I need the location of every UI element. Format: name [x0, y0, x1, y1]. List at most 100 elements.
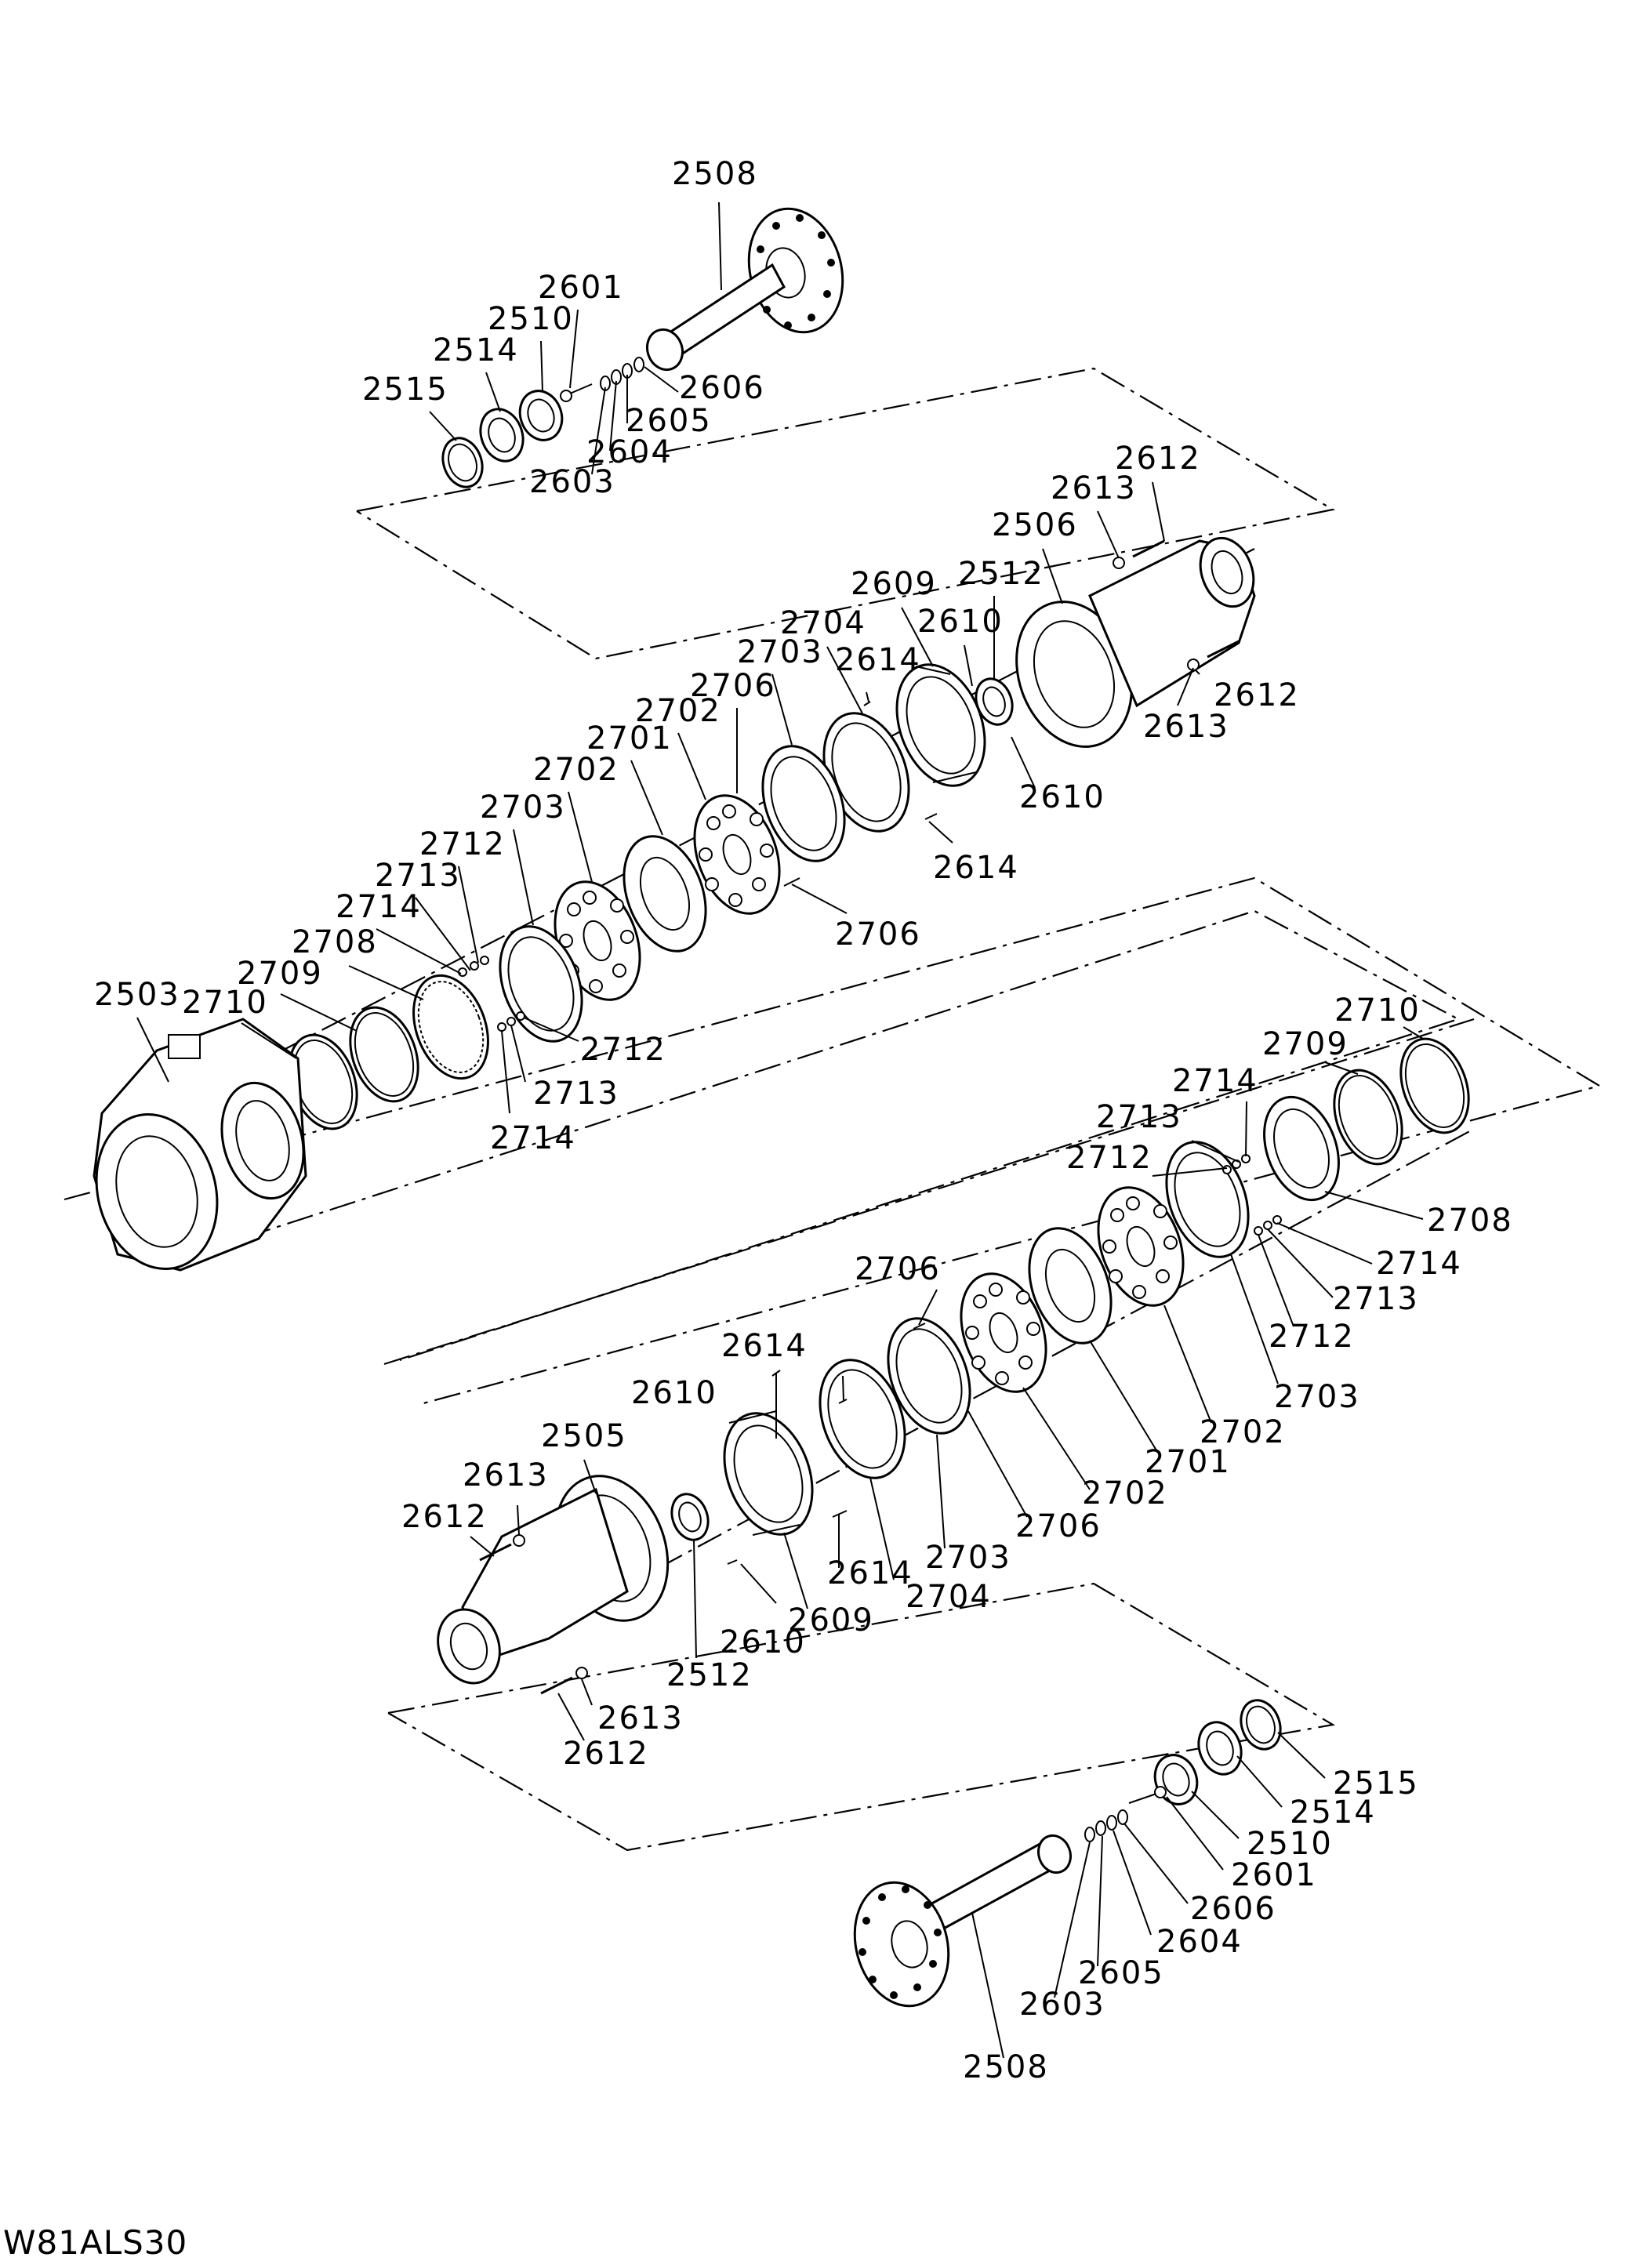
label-2709-lower: 2709	[1262, 1026, 1349, 1062]
piston-2708-upper	[412, 974, 489, 1080]
label-2603-lower: 2603	[1019, 1987, 1105, 2023]
label-2510-upper: 2510	[488, 301, 574, 337]
label-2706-upper-a: 2706	[690, 668, 776, 704]
label-2515-lower: 2515	[1333, 1765, 1419, 1802]
lower-shaft-flange-hub	[891, 1920, 928, 1969]
label-2503: 2503	[94, 977, 180, 1013]
label-2703-lower-b: 2703	[925, 1540, 1011, 1576]
upper-pins	[458, 701, 938, 1032]
label-2612-upper-a: 2612	[1115, 441, 1201, 477]
axle-housing-2505	[437, 1475, 670, 1695]
label-2612-upper-b: 2612	[1214, 677, 1300, 713]
lower-shaft-assembly	[853, 1699, 1282, 2008]
bolt-2601-lower	[1128, 1793, 1157, 1804]
label-2610-lower-b: 2610	[631, 1375, 717, 1411]
label-2613-upper-b: 2613	[1143, 709, 1229, 745]
label-2712-lower-a: 2712	[1066, 1140, 1153, 1176]
leader-lines	[136, 201, 1424, 2059]
part-labels-lower-axle: 2710 2709 2714 2713 2712 2708 2714 2713 …	[401, 992, 1512, 1772]
label-2508-upper: 2508	[672, 156, 758, 192]
label-2714-lower-b: 2714	[1376, 1246, 1462, 1282]
bolt-2612-upper-a	[1132, 539, 1165, 558]
label-2714-lower-a: 2714	[1172, 1063, 1258, 1099]
boundary-lower-shaft	[387, 1582, 1336, 1852]
ring-2609-upper	[895, 663, 986, 787]
label-2505: 2505	[541, 1418, 627, 1454]
label-2612-lower-a: 2612	[401, 1499, 488, 1535]
label-2614-upper-b: 2614	[933, 850, 1019, 886]
bolt-2612-lower-a	[479, 1543, 512, 1562]
label-2712-upper-b: 2712	[580, 1032, 666, 1068]
label-2704-lower: 2704	[906, 1579, 992, 1615]
label-2612-lower-b: 2612	[563, 1736, 649, 1772]
label-2606-lower: 2606	[1190, 1891, 1276, 1927]
label-2603-upper: 2603	[529, 464, 615, 500]
upper-shaft-assembly	[441, 207, 844, 488]
label-2706-lower-a: 2706	[1015, 1508, 1102, 1544]
label-2706-lower-b: 2706	[855, 1251, 941, 1287]
label-2610-upper-a: 2610	[917, 604, 1004, 640]
label-2703-upper-b: 2703	[480, 789, 566, 826]
label-2601-upper: 2601	[538, 270, 624, 306]
drawing-code: W81ALS30	[3, 2223, 188, 2262]
label-2710-upper: 2710	[182, 985, 268, 1021]
label-2703-upper-a: 2703	[737, 634, 823, 670]
label-2706-upper-b: 2706	[835, 916, 921, 953]
label-2702-upper-a: 2702	[635, 693, 721, 729]
boundary-upper-axle-inner	[383, 1018, 1475, 1366]
label-2609-upper: 2609	[851, 566, 937, 602]
plate-2701-upper	[623, 835, 707, 953]
boundary-upper-axle	[64, 876, 1602, 1405]
label-2713-lower-a: 2713	[1096, 1099, 1182, 1135]
label-2613-lower-a: 2613	[463, 1457, 549, 1493]
label-2712-lower-b: 2712	[1269, 1319, 1355, 1355]
label-2512-upper: 2512	[958, 556, 1044, 592]
boundary-lower-axle	[201, 909, 1461, 1362]
center-housing-2503	[93, 1018, 307, 1272]
axle-housing-2506	[1015, 536, 1256, 748]
assembly-boundaries	[64, 367, 1602, 1852]
label-2613-upper-a: 2613	[1051, 470, 1137, 506]
disc-2702-lower-a	[1097, 1186, 1185, 1307]
label-2606-upper: 2606	[679, 370, 765, 406]
label-2702-lower-a: 2702	[1200, 1414, 1286, 1450]
seal-2709-upper	[349, 1006, 419, 1103]
label-2708-upper: 2708	[292, 924, 378, 960]
plate-2703-lower-b	[887, 1317, 971, 1435]
bolt-2612-lower-b	[540, 1676, 573, 1695]
label-2713-upper-b: 2713	[533, 1076, 619, 1112]
plate-2704-upper	[822, 712, 910, 833]
label-2614-lower-b: 2614	[827, 1555, 913, 1591]
plate-2701-lower	[1028, 1227, 1113, 1344]
part-labels-upper-shaft: 2508 2601 2510 2514 2515 2606 2605 2604 …	[362, 156, 765, 500]
upper-shaft-washers	[600, 357, 644, 391]
disc-2702-lower-b	[960, 1272, 1047, 1393]
label-2514-lower: 2514	[1290, 1794, 1376, 1831]
boundary-upper-shaft	[356, 367, 1336, 660]
plate-2703-upper-a	[761, 745, 846, 862]
label-2605-upper: 2605	[626, 403, 712, 439]
label-2710-lower: 2710	[1334, 992, 1421, 1029]
label-2714-upper-b: 2714	[490, 1120, 576, 1156]
label-2506: 2506	[992, 507, 1078, 543]
label-2604-lower: 2604	[1156, 1924, 1243, 1960]
label-2609-lower: 2609	[788, 1602, 874, 1638]
label-2515-upper: 2515	[362, 372, 448, 408]
label-2610-lower-a: 2610	[720, 1624, 806, 1660]
label-2610-upper-b: 2610	[1019, 779, 1105, 815]
label-2614-lower-a: 2614	[721, 1328, 808, 1364]
part-labels-lower-shaft: 2515 2514 2510 2601 2606 2604 2605 2603 …	[963, 1765, 1419, 2085]
seal-2512-lower	[670, 1493, 710, 1541]
label-2701-upper: 2701	[586, 720, 673, 757]
plate-2704-lower	[819, 1359, 906, 1479]
label-2601-lower: 2601	[1231, 1857, 1317, 1893]
lower-flange-bolt-holes	[858, 1885, 942, 1999]
label-2702-lower-b: 2702	[1082, 1475, 1168, 1511]
lower-shaft-washers	[1084, 1809, 1128, 1842]
label-2703-lower-a: 2703	[1274, 1379, 1360, 1415]
upper-shaft-end	[645, 328, 684, 372]
piston-2708-lower	[1263, 1095, 1340, 1202]
label-2714-upper-a: 2714	[336, 889, 422, 925]
ring-2609-lower	[723, 1410, 814, 1536]
